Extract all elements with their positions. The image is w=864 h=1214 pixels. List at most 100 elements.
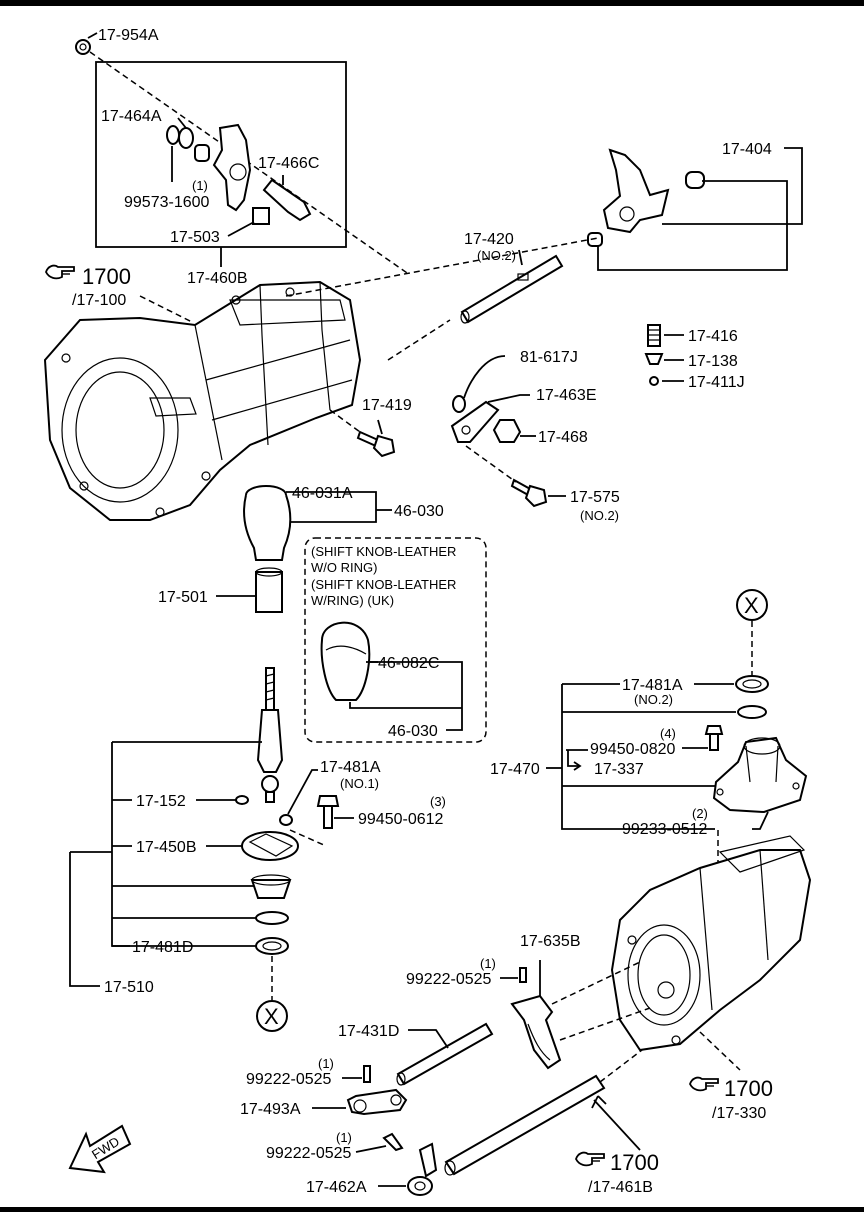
label-99233-0512: 99233-0512	[622, 821, 708, 838]
reference-hand-icon	[45, 264, 75, 280]
shift-knob-46-082C	[320, 621, 371, 701]
label-17-464A: 17-464A	[101, 108, 162, 125]
label-17-481D: 17-481D	[132, 939, 193, 956]
lever-17-493A	[346, 1088, 408, 1116]
reference-1700-c[interactable]: 1700	[610, 1150, 659, 1175]
label-17-138: 17-138	[688, 353, 738, 370]
knob-note-2: W/O RING)	[311, 560, 377, 575]
label-17-501: 17-501	[158, 589, 208, 606]
boot-17-501	[255, 571, 283, 613]
shift-lever	[256, 667, 284, 803]
knob-note-3: (SHIFT KNOB-LEATHER	[311, 577, 456, 592]
shift-fork-17-635B	[510, 994, 562, 1070]
washer-17-464A	[178, 127, 194, 149]
label-99222-0525-c: 99222-0525	[266, 1145, 352, 1162]
pin-99222-0525-b	[363, 1065, 371, 1083]
bottom-border	[0, 1207, 864, 1212]
label-99222-0525-a: 99222-0525	[406, 971, 492, 988]
fwd-arrow-icon: FWD	[68, 1124, 132, 1174]
knob-option-box	[304, 537, 487, 743]
ring-17-481A	[737, 705, 767, 719]
label-17-510: 17-510	[104, 979, 154, 996]
label-17-419: 17-419	[362, 397, 412, 414]
qty-label: (2)	[692, 806, 708, 821]
label-17-416: 17-416	[688, 328, 738, 345]
reference-17-330[interactable]: /17-330	[712, 1105, 766, 1122]
nut-17-468	[492, 419, 522, 443]
qty-label: (1)	[318, 1056, 334, 1071]
label-46-030-b: 46-030	[388, 723, 438, 740]
label-17-466C: 17-466C	[258, 155, 319, 172]
pin-99222-0525-c	[382, 1132, 404, 1152]
label-99222-0525-b: 99222-0525	[246, 1071, 332, 1088]
label-17-420: 17-420	[464, 231, 514, 248]
marker-x-top: X	[736, 589, 768, 621]
ring	[255, 911, 289, 925]
label-17-635B: 17-635B	[520, 933, 581, 950]
bolt-99450-0820	[704, 725, 724, 751]
qty-label: (4)	[660, 726, 676, 741]
boot	[250, 879, 292, 899]
label-no2: (NO.2)	[477, 248, 516, 263]
svg-text:X: X	[744, 593, 759, 618]
rod-17-431D	[396, 1022, 494, 1086]
label-17-493A: 17-493A	[240, 1101, 301, 1118]
extension-housing	[610, 835, 812, 1052]
qty-label: (1)	[336, 1130, 352, 1145]
bolt-99450-0612	[316, 795, 340, 829]
qty-label: (1)	[192, 178, 208, 193]
qty-label: (1)	[480, 956, 496, 971]
lever-17-462A	[407, 1142, 438, 1196]
seat-17-450B	[241, 831, 299, 861]
reference-hand-icon	[689, 1076, 719, 1092]
reference-17-461B[interactable]: /17-461B	[588, 1179, 653, 1196]
block-17-503	[252, 207, 270, 225]
label-17-337: 17-337	[594, 761, 644, 778]
label-17-411J: 17-411J	[688, 374, 745, 391]
label-no1: (NO.1)	[340, 776, 379, 791]
label-17-481A-no2: 17-481A	[622, 677, 683, 694]
label-46-030: 46-030	[394, 503, 444, 520]
knob-note-1: (SHIFT KNOB-LEATHER	[311, 544, 456, 559]
cap-17-404	[685, 171, 705, 189]
label-17-468: 17-468	[538, 429, 588, 446]
label-17-503: 17-503	[170, 229, 220, 246]
pin-17-152	[235, 795, 249, 805]
marker-x-bottom: X	[256, 1000, 288, 1032]
label-no2: (NO.2)	[580, 508, 619, 523]
label-17-462A: 17-462A	[306, 1179, 367, 1196]
pin-99222-0525-a	[519, 967, 527, 983]
rod-17-461B	[444, 1074, 606, 1176]
svg-text:X: X	[264, 1004, 279, 1029]
plate-17-463E	[450, 400, 500, 443]
o-ring-81-617J	[452, 395, 466, 413]
label-17-463E: 17-463E	[536, 387, 597, 404]
bushing-17-481A-no2	[735, 675, 769, 693]
reference-17-100[interactable]: /17-100	[72, 292, 126, 309]
pin-17-466C	[262, 178, 312, 222]
label-17-450B: 17-450B	[136, 839, 197, 856]
knob-note-4: W/RING) (UK)	[311, 593, 394, 608]
shift-tower-17-337	[712, 736, 808, 814]
top-border	[0, 0, 864, 6]
label-17-575: 17-575	[570, 489, 620, 506]
bolt-17-575	[510, 478, 548, 508]
label-81-617J: 81-617J	[520, 349, 578, 366]
bushing-17-481A-no1	[279, 814, 293, 826]
bolt-17-419	[356, 430, 396, 458]
reference-1700-b[interactable]: 1700	[724, 1076, 773, 1101]
label-17-404: 17-404	[722, 141, 772, 158]
bushing-17-481D	[255, 937, 289, 955]
label-17-481A-no1: 17-481A	[320, 759, 381, 776]
reference-1700[interactable]: 1700	[82, 264, 131, 289]
bushing	[194, 144, 210, 162]
plug-17-138	[644, 353, 664, 365]
reference-hand-icon	[575, 1151, 605, 1167]
label-17-460B: 17-460B	[187, 270, 248, 287]
qty-label: (3)	[430, 794, 446, 809]
transmission-case	[43, 280, 362, 521]
label-99573-1600: 99573-1600	[124, 194, 210, 211]
label-46-082C: 46-082C	[378, 655, 439, 672]
label-17-431D: 17-431D	[338, 1023, 399, 1040]
